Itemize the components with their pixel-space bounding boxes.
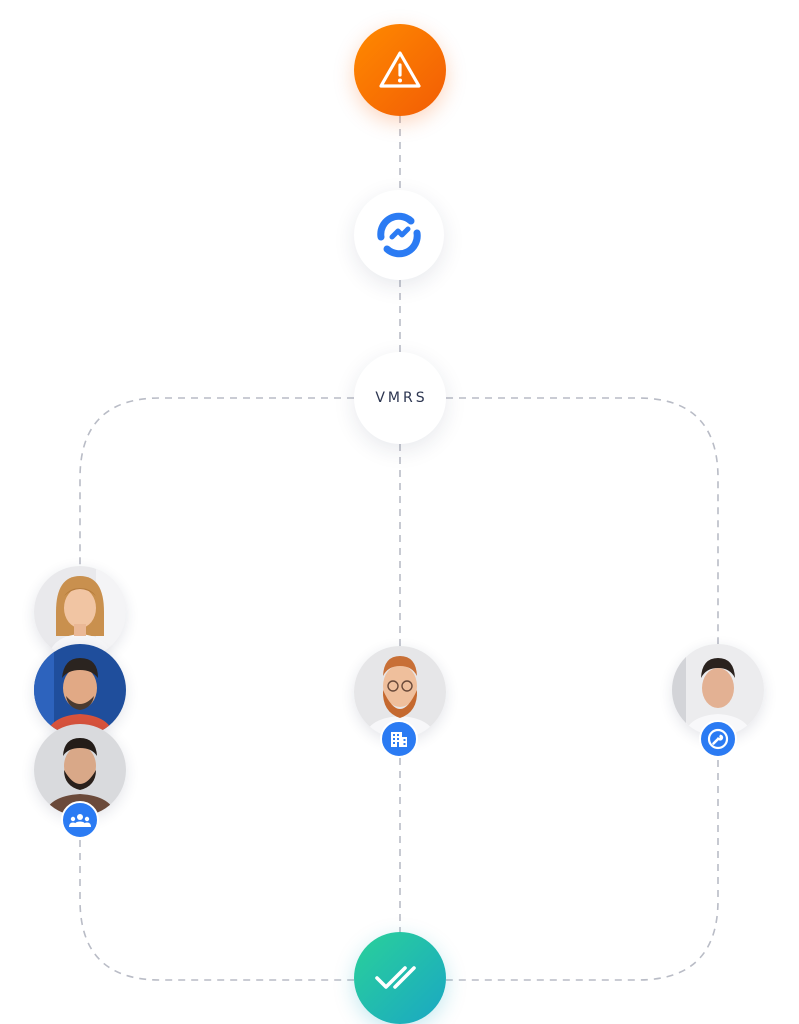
team-role-badge	[61, 801, 99, 839]
connector-team-to-done	[79, 840, 354, 981]
team-group-icon	[69, 814, 91, 827]
sync-node	[354, 190, 444, 280]
mechanic-role-badge	[699, 720, 737, 758]
alert-node	[354, 24, 446, 116]
connector-vmrs-to-team	[79, 397, 354, 568]
vmrs-node: VMRS	[354, 352, 446, 444]
vmrs-label: VMRS	[375, 390, 428, 406]
double-check-icon	[375, 966, 416, 989]
wrench-icon	[707, 728, 729, 750]
building-icon	[391, 732, 407, 747]
sync-arrows-icon	[377, 212, 421, 258]
team-avatar-man-blue	[34, 644, 126, 736]
done-node	[354, 932, 446, 1024]
connector-vmrs-to-mechanic	[446, 397, 719, 644]
manager-role-badge	[380, 720, 418, 758]
connector-mechanic-to-done	[446, 760, 719, 981]
warning-triangle-icon	[379, 51, 421, 88]
